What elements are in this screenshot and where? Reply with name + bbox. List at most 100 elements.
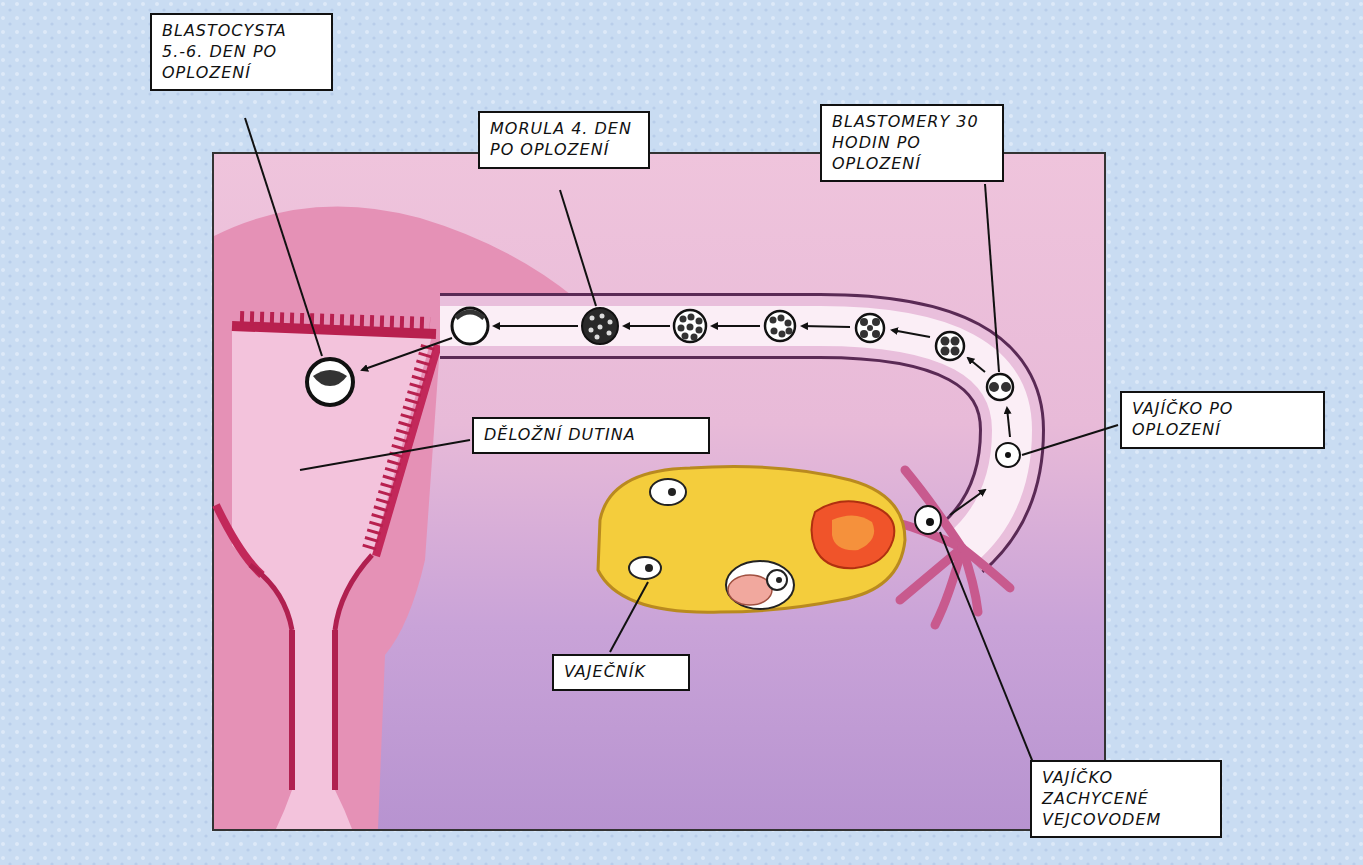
embryo-stages-part — [608, 320, 613, 325]
embryo-stages-part — [313, 370, 347, 386]
embryo-stages-part — [856, 314, 884, 342]
ovary-part — [728, 575, 772, 605]
embryo-stages-part — [688, 314, 695, 321]
ovary-part — [668, 488, 676, 496]
embryo-stages-part — [989, 382, 999, 392]
embryo-stages-part — [778, 315, 785, 322]
uterus-part — [289, 630, 295, 790]
uterus-part — [232, 328, 432, 829]
label-box: VAJÍČKO PO OPLOZENÍ — [1120, 391, 1325, 449]
uterus-part — [335, 555, 372, 630]
embryo-stages-part — [674, 310, 706, 342]
movement-arrows-part — [1007, 408, 1010, 437]
movement-arrows-part — [624, 325, 670, 327]
label-text: MORULA 4. DEN PO OPLOZENÍ — [490, 119, 638, 161]
label-box: VAJEČNÍK — [552, 654, 690, 691]
embryo-stages-part — [680, 316, 687, 323]
leader-lines-part — [610, 582, 648, 652]
embryo-stages-part — [770, 317, 777, 324]
embryo-stages-part — [582, 308, 618, 344]
movement-arrows — [362, 326, 1010, 515]
embryo-stages-part — [765, 311, 795, 341]
movement-arrows-part — [712, 325, 760, 327]
embryo-stages-part — [607, 331, 612, 336]
uterus-part — [250, 565, 292, 630]
embryo-stages-part — [771, 328, 778, 335]
leader-lines-part — [300, 440, 470, 470]
ovary-part — [629, 557, 661, 579]
embryo-stages-part — [1005, 452, 1011, 458]
embryo-stages-part — [598, 325, 603, 330]
uterus-part — [240, 318, 430, 324]
embryo-stages-part — [691, 334, 698, 341]
ovary-part — [776, 577, 782, 583]
embryo-stages-part — [696, 318, 703, 325]
movement-arrows-part — [950, 490, 985, 515]
embryo-stages-part — [872, 318, 880, 326]
label-text: BLASTOCYSTA 5.-6. DEN PO OPLOZENÍ — [162, 21, 321, 83]
fimbriae-part — [962, 548, 1010, 588]
uterus-part — [332, 630, 338, 790]
embryo-stages-part — [860, 330, 868, 338]
embryo-stages-part — [872, 330, 880, 338]
embryo-stages-part — [589, 328, 594, 333]
label-text: VAJEČNÍK — [564, 662, 678, 683]
leader-lines-part — [560, 190, 596, 306]
movement-arrows-part — [362, 338, 452, 370]
embryo-stages-part — [687, 324, 694, 331]
embryo-stages-part — [941, 347, 950, 356]
embryo-stages-part — [1001, 382, 1011, 392]
embryo-stages-part — [600, 314, 605, 319]
embryo-stages-part — [779, 331, 786, 338]
movement-arrows-part — [494, 325, 578, 327]
embryo-stages-part — [996, 443, 1020, 467]
leader-lines-part — [1022, 425, 1118, 455]
embryo-stages-part — [951, 337, 960, 346]
embryo-stages-part — [987, 374, 1013, 400]
label-box: BLASTOMERY 30 HODIN PO OPLOZENÍ — [820, 104, 1004, 182]
ovary-part — [832, 515, 874, 550]
label-box: VAJÍČKO ZACHYCENÉ VEJCOVODEM — [1030, 760, 1222, 838]
label-box: MORULA 4. DEN PO OPLOZENÍ — [478, 111, 650, 169]
embryo-stages — [307, 308, 1020, 534]
label-box: BLASTOCYSTA 5.-6. DEN PO OPLOZENÍ — [150, 13, 333, 91]
embryo-stages-part — [786, 328, 793, 335]
movement-arrows-part — [968, 358, 985, 372]
ovary-part — [726, 561, 794, 609]
ovary-part — [650, 479, 686, 505]
embryo-stages-part — [941, 337, 950, 346]
ovary-part — [767, 570, 787, 590]
background-part — [213, 153, 1105, 830]
embryo-stages-part — [926, 518, 934, 526]
embryo-stages-part — [867, 325, 873, 331]
leader-lines-part — [985, 184, 999, 372]
embryo-stages-part — [307, 359, 353, 405]
label-box: DĚLOŽNÍ DUTINA — [472, 417, 710, 454]
embryo-stages-part — [696, 327, 703, 334]
embryo-stages-part — [678, 325, 685, 332]
embryo-stages-part — [951, 347, 960, 356]
embryo-stages-part — [915, 506, 941, 534]
ovary-part — [812, 501, 895, 568]
ovary-part — [645, 564, 653, 572]
movement-arrows-part — [802, 326, 850, 327]
fimbriae — [895, 470, 1010, 625]
embryo-stages-part — [595, 335, 600, 340]
fimbriae-part — [935, 548, 962, 625]
embryo-stages-part — [860, 318, 868, 326]
leader-lines — [245, 118, 1118, 775]
label-text: BLASTOMERY 30 HODIN PO OPLOZENÍ — [832, 112, 992, 174]
movement-arrows-part — [892, 330, 930, 337]
embryo-stages-part — [936, 332, 964, 360]
embryo-stages-part — [456, 312, 484, 318]
embryo-stages-part — [590, 316, 595, 321]
uterus-part — [216, 505, 262, 575]
uterus-part — [232, 326, 436, 334]
leader-lines-part — [245, 118, 322, 356]
label-text: DĚLOŽNÍ DUTINA — [484, 425, 698, 446]
embryo-stages-part — [682, 333, 689, 340]
label-text: VAJÍČKO PO OPLOZENÍ — [1132, 399, 1313, 441]
